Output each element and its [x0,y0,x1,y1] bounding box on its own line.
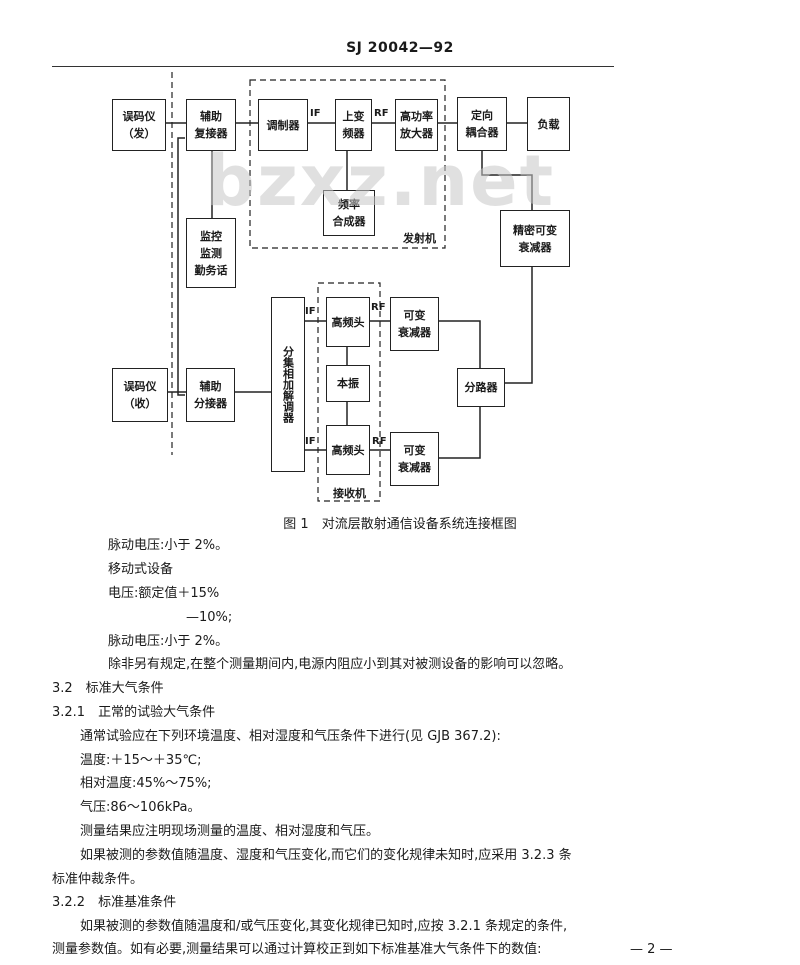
text-line: 气压:86～106kPa。 [80,800,201,815]
aux-demultiplexer: 辅助 分接器 [186,368,235,422]
rf-label-rx2: RF [372,436,387,447]
diversity-combiner-demodulator: 分集相加解调器 [271,297,305,472]
text-line: 脉动电压:小于 2%。 [108,634,229,649]
document-id: SJ 20042—92 [346,40,454,56]
variable-attenuator-1: 可变 衰减器 [390,297,439,351]
rf-label-rx1: RF [371,302,386,313]
text-line: 电压:额定值＋15% [108,586,220,601]
aux-multiplexer: 辅助 复接器 [186,99,236,151]
rf-head-2: 高频头 [326,425,370,475]
local-oscillator: 本振 [326,365,370,402]
monitor-orderwire: 监控 监测 勤务话 [186,218,236,288]
header-rule [52,66,614,67]
upconverter: 上变 频器 [335,99,372,151]
page-number: — 2 — [630,942,673,957]
ber-tester-rx: 误码仪 （收） [112,368,168,422]
text-line: 移动式设备 [108,562,174,577]
text-line: 如果被测的参数值随温度、湿度和气压变化,而它们的变化规律未知时,应采用 3.2.… [80,848,572,863]
rf-label-tx: RF [374,108,389,119]
variable-attenuator-2: 可变 衰减器 [390,432,439,486]
precision-variable-attenuator: 精密可变 衰减器 [500,210,570,267]
text-line: 脉动电压:小于 2%。 [108,538,229,553]
text-line: 温度:＋15～＋35℃; [80,753,202,768]
splitter: 分路器 [457,368,505,407]
text-line: 除非另有规定,在整个测量期间内,电源内阻应小到其对被测设备的影响可以忽略。 [108,657,572,672]
block-diagram: 误码仪 （发） 辅助 复接器 调制器 上变 频器 高功率 放大器 定向 耦合器 … [112,72,570,502]
ber-tester-tx: 误码仪 （发） [112,99,166,151]
diagram-connectors [166,72,533,502]
transmitter-label: 发射机 [403,232,436,245]
if-label-rx2: IF [305,436,316,447]
watermark: bzxz.net [205,140,556,222]
modulator: 调制器 [258,99,308,151]
if-label-tx: IF [310,108,321,119]
rf-head-1: 高频头 [326,297,370,347]
text-line: 标准仲裁条件。 [52,872,144,887]
if-label-rx1: IF [305,306,316,317]
text-line: —10%; [186,610,233,625]
figure-caption: 图 1 对流层散射通信设备系统连接框图 [283,517,517,532]
section-heading: 3.2.1 正常的试验大气条件 [52,705,216,720]
receiver-label: 接收机 [333,487,366,500]
load: 负载 [527,97,570,151]
frequency-synthesizer: 频率 合成器 [323,190,375,236]
text-line: 测量参数值。如有必要,测量结果可以通过计算校正到如下标准基准大气条件下的数值: [52,942,542,957]
text-line: 测量结果应注明现场测量的温度、相对湿度和气压。 [80,824,380,839]
text-line: 相对温度:45%～75%; [80,776,212,791]
section-heading: 3.2 标准大气条件 [52,681,164,696]
section-heading: 3.2.2 标准基准条件 [52,895,177,910]
high-power-amplifier: 高功率 放大器 [395,99,438,151]
text-line: 通常试验应在下列环境温度、相对湿度和气压条件下进行(见 GJB 367.2): [80,729,501,744]
directional-coupler: 定向 耦合器 [457,97,507,151]
text-line: 如果被测的参数值随温度和/或气压变化,其变化规律已知时,应按 3.2.1 条规定… [80,919,568,934]
